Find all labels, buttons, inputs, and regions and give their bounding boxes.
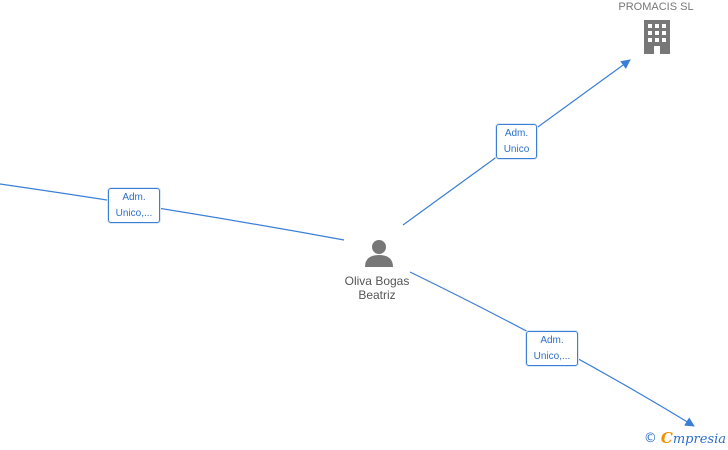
edge-label-left-line1: Adm. [122,192,146,203]
company-node-label[interactable]: PROMACIS SL [618,1,694,13]
edge-label-left[interactable]: Adm. Unico,... [108,188,160,223]
building-icon[interactable] [642,19,672,55]
person-icon[interactable] [364,238,394,268]
empresia-logo: Cmpresia [661,429,726,447]
edge-label-top-right-line1: Adm. [504,128,529,139]
empresia-watermark: © Cmpresia [644,428,726,448]
edge-label-left-line2: Unico,... [115,208,153,219]
empresia-logo-rest: mpresia [672,432,726,447]
edge-label-top-right[interactable]: Adm. Unico [496,124,537,159]
edge-label-top-right-line2: Unico [503,144,530,155]
edge-left[interactable] [0,183,345,241]
copyright-icon: © [643,430,657,446]
edge-label-bottom-right[interactable]: Adm. Unico,... [526,331,578,366]
person-node-label[interactable]: Oliva Bogas Beatriz [327,274,427,302]
empresia-logo-initial: C [660,429,673,447]
person-name-line1: Oliva Bogas [344,274,410,288]
person-name-line2: Beatriz [358,288,396,302]
edge-label-bottom-right-line1: Adm. [540,335,564,346]
edge-label-bottom-right-line2: Unico,... [533,351,571,362]
